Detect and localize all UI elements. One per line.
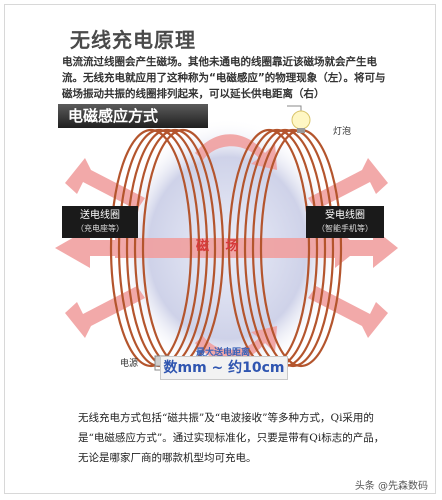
field-arrow-bottom	[195, 326, 277, 362]
power-label: 电源	[120, 359, 139, 369]
transmitter-sub: （充电座等）	[76, 224, 124, 233]
induction-diagram	[55, 105, 398, 380]
image-frame	[4, 4, 436, 494]
transmitter-label-box: 送电线圈 （充电座等）	[62, 206, 138, 238]
intro-paragraph: 电流流过线圈会产生磁场。其他未通电的线圈靠近该磁场就会产生电流。无线充电就应用了…	[62, 56, 386, 100]
transmitter-label: 送电线圈	[80, 210, 120, 221]
bulb-icon	[291, 110, 311, 133]
bottom-paragraph: 无线充电方式包括“磁共振”及“电波接收”等多种方式，Qi采用的是“电磁感应方式”…	[78, 412, 385, 464]
field-arrow-top	[195, 134, 277, 170]
field-arrow-up-left	[65, 158, 145, 210]
field-label: 磁 场	[196, 239, 245, 254]
field-arrow-right-out	[345, 228, 398, 268]
diagram-banner: 电磁感应方式	[58, 104, 208, 128]
receiver-label: 受电线圈	[325, 210, 365, 221]
range-title: 最大送电距离	[195, 348, 250, 358]
transmitter-coil	[109, 128, 225, 368]
field-arrow-down-right	[308, 286, 388, 338]
field-arrow-up-right	[308, 158, 388, 210]
receiver-label-box: 受电线圈 （智能手机等）	[306, 206, 384, 238]
field-arrow-left-in	[55, 228, 125, 268]
receiver-sub: （智能手机等）	[317, 224, 373, 233]
page-title: 无线充电原理	[70, 28, 196, 52]
watermark: 头条 @先森数码	[354, 481, 428, 492]
range-value: 数mm ~ 约10cm	[160, 356, 288, 380]
bulb-label: 灯泡	[333, 127, 352, 137]
field-arrow-down-left	[65, 286, 145, 338]
